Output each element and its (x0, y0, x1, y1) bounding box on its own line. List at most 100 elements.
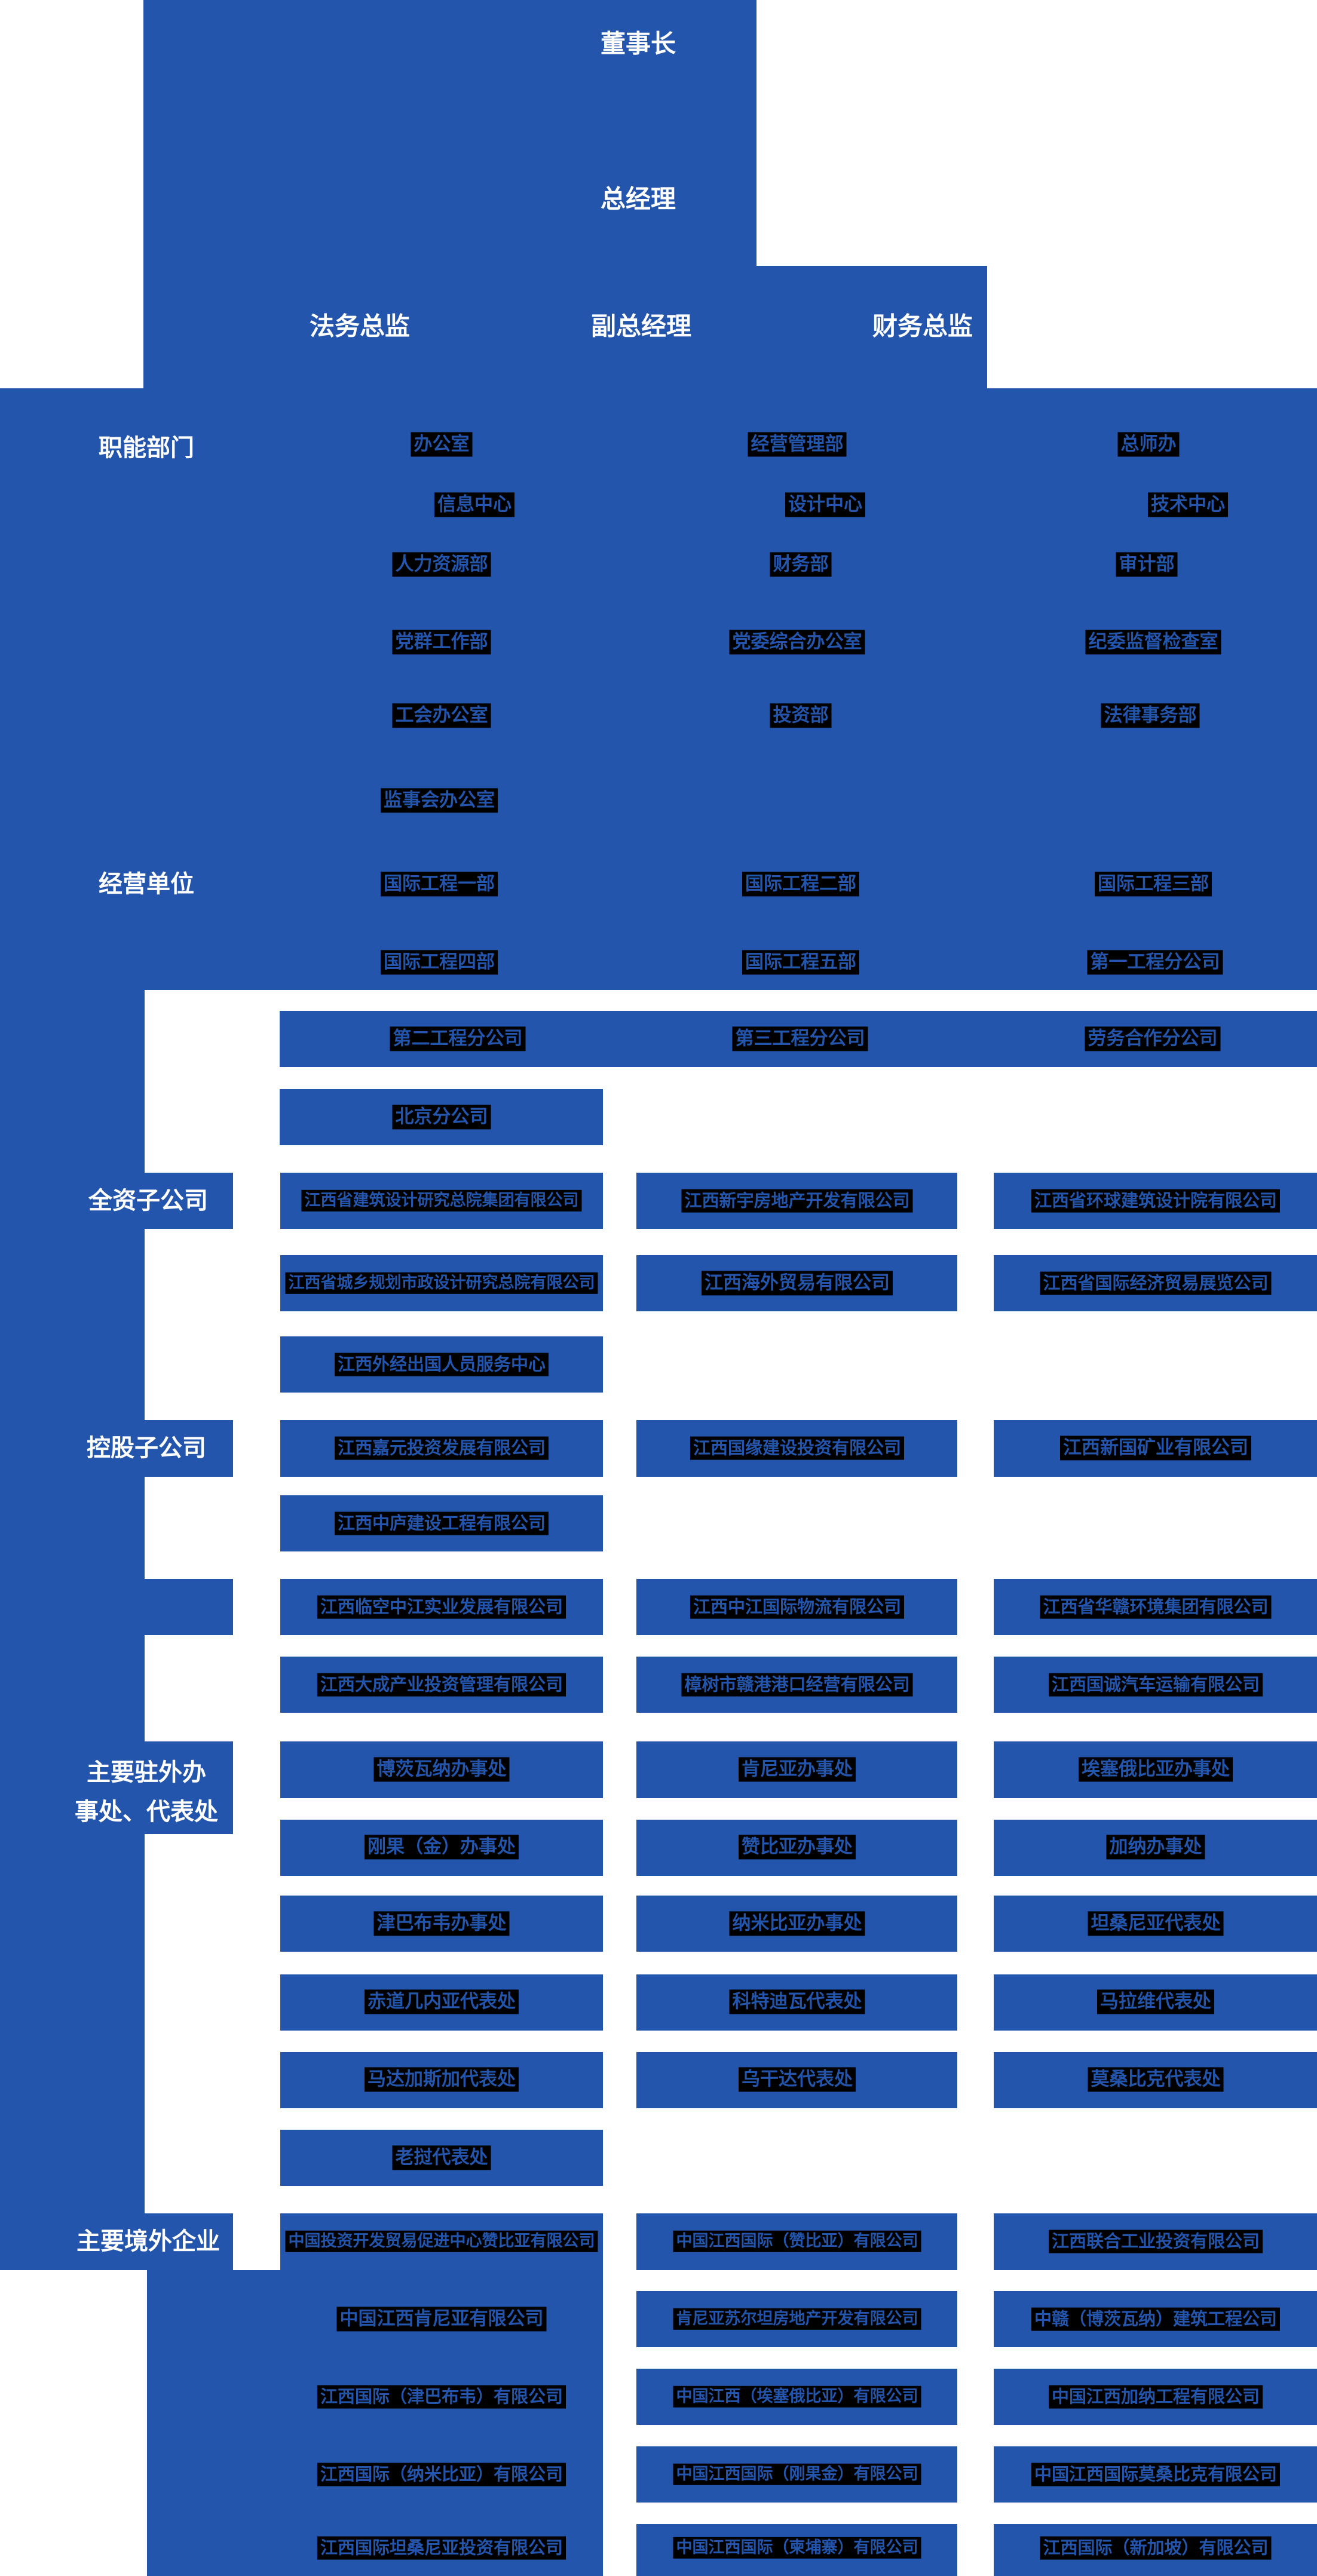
label-box-invested-panel (0, 1579, 233, 1635)
org-node-label: 中国江西国际莫桑比克有限公司 (1031, 2462, 1281, 2486)
section-label-business-units: 经营单位 (99, 864, 194, 904)
org-node-label: 江西国诚汽车运输有限公司 (1048, 1673, 1263, 1697)
org-node-label: 江西国际（纳米比亚）有限公司 (317, 2462, 566, 2486)
org-node-label: 博茨瓦纳办事处 (373, 1757, 510, 1782)
org-node-label: 人力资源部 (392, 552, 491, 577)
org-node-label: 技术中心 (1148, 492, 1228, 517)
org-node-label: 中国江西国际（赞比亚）有限公司 (673, 2230, 921, 2253)
org-node-label: 乌干达代表处 (739, 2067, 856, 2092)
org-node-label: 江西省城乡规划市政设计研究总院有限公司 (285, 1272, 598, 1295)
org-node-label: 中国江西加纳工程有限公司 (1048, 2385, 1263, 2409)
section-label-overseas-enterprises: 主要境外企业 (76, 2222, 220, 2261)
org-node-label: 中赣（博茨瓦纳）建筑工程公司 (1031, 2307, 1281, 2331)
section-label-line: 职能部门 (99, 434, 194, 462)
org-node-label: 江西新宇房地产开发有限公司 (681, 1189, 913, 1213)
section-label-line: 经营单位 (99, 870, 194, 898)
org-node-label: 肯尼亚办事处 (739, 1757, 856, 1782)
section-label-functional-departments: 职能部门 (99, 428, 194, 468)
org-node-label: 江西国际（津巴布韦）有限公司 (317, 2385, 566, 2409)
org-node-label: 马达加斯加代表处 (365, 2067, 519, 2092)
org-node-label: 总师办 (1117, 432, 1180, 457)
org-node-label: 国际工程四部 (381, 950, 498, 975)
org-node-label: 江西国际坦桑尼亚投资有限公司 (317, 2536, 566, 2560)
finance-director-label: 财务总监 (872, 311, 973, 341)
section-label-line: 主要驻外办 (87, 1759, 206, 1786)
section-label-line: 事处、代表处 (75, 1798, 218, 1826)
org-node-label: 江西省国际经济贸易展览公司 (1040, 1271, 1272, 1295)
section-label-holding-subsidiaries: 控股子公司 (87, 1428, 206, 1468)
section-label-invested-subsidiaries: 主要驻外办事处、代表处 (75, 1753, 218, 1832)
legal-director-label: 法务总监 (309, 311, 411, 341)
org-node-label: 坦桑尼亚代表处 (1088, 1911, 1224, 1936)
org-node-label: 江西外经出国人员服务中心 (334, 1353, 549, 1376)
org-node-label: 国际工程三部 (1095, 872, 1212, 897)
org-node-label: 樟树市赣港港口经营有限公司 (681, 1673, 913, 1697)
org-node-label: 江西联合工业投资有限公司 (1048, 2230, 1263, 2253)
org-node-label: 第一工程分公司 (1087, 950, 1223, 975)
org-node-label: 刚果（金）办事处 (365, 1835, 519, 1860)
org-node-label: 国际工程二部 (742, 872, 859, 897)
org-node-label: 审计部 (1116, 552, 1178, 577)
label-box-wholly-owned-panel (0, 1173, 233, 1229)
org-node-label: 北京分公司 (392, 1105, 491, 1130)
org-node-label: 江西国缘建设投资有限公司 (690, 1436, 905, 1460)
executive-band-panel (143, 266, 987, 388)
org-node-label: 中国投资开发贸易促进中心赞比亚有限公司 (285, 2230, 598, 2253)
org-node-label: 江西嘉元投资发展有限公司 (334, 1436, 549, 1460)
org-node-label: 老挝代表处 (392, 2145, 491, 2170)
org-node-label: 监事会办公室 (381, 788, 498, 813)
section-label-wholly-owned-subsidiaries: 全资子公司 (88, 1181, 208, 1220)
org-node-label: 江西省建筑设计研究总院集团有限公司 (301, 1189, 582, 1212)
org-node-label: 中国江西（埃塞俄比亚）有限公司 (673, 2385, 921, 2408)
org-node-label: 党委综合办公室 (729, 630, 865, 655)
org-node-label: 中国江西国际（刚果金）有限公司 (673, 2463, 921, 2486)
org-node-label: 设计中心 (785, 492, 865, 517)
org-node-label: 埃塞俄比亚办事处 (1079, 1757, 1233, 1782)
section-label-line: 控股子公司 (87, 1434, 206, 1462)
org-node-label: 赞比亚办事处 (739, 1835, 856, 1860)
org-node-label: 中国江西肯尼亚有限公司 (336, 2307, 547, 2332)
deputy-general-manager-label: 副总经理 (590, 311, 692, 341)
label-box-overseas-enterprises-panel (0, 2213, 233, 2270)
org-node-label: 江西省环球建筑设计院有限公司 (1031, 1189, 1281, 1213)
org-node-label: 江西新国矿业有限公司 (1060, 1436, 1251, 1461)
org-node-label: 投资部 (770, 703, 832, 728)
org-node-label: 加纳办事处 (1106, 1835, 1205, 1860)
org-node-label: 国际工程五部 (742, 950, 859, 975)
org-node-label: 国际工程一部 (381, 872, 498, 897)
top-block-panel (143, 0, 756, 266)
org-node-label: 江西省华赣环境集团有限公司 (1040, 1595, 1272, 1619)
org-node-label: 江西中庐建设工程有限公司 (334, 1511, 549, 1535)
section-label-line: 全资子公司 (88, 1187, 208, 1215)
org-node-label: 纪委监督检查室 (1085, 630, 1221, 655)
functional-block-panel (0, 388, 1317, 990)
org-node-label: 办公室 (411, 432, 473, 457)
org-node-label: 江西临空中江实业发展有限公司 (317, 1595, 566, 1619)
chairman-label: 董事长 (600, 29, 676, 59)
org-node-label: 劳务合作分公司 (1085, 1026, 1221, 1051)
section-label-line: 主要境外企业 (76, 2228, 220, 2255)
org-node-label: 肯尼亚苏尔坦房地产开发有限公司 (673, 2308, 921, 2330)
org-node-label: 江西海外贸易有限公司 (702, 1271, 893, 1296)
org-node-label: 莫桑比克代表处 (1088, 2067, 1224, 2092)
org-node-label: 中国江西国际（柬埔寨）有限公司 (673, 2537, 921, 2559)
org-node-label: 赤道几内亚代表处 (365, 1989, 519, 2014)
org-node-label: 法律事务部 (1101, 703, 1200, 728)
org-node-label: 津巴布韦办事处 (373, 1911, 510, 1936)
org-node-label: 江西中江国际物流有限公司 (690, 1595, 905, 1619)
org-node-label: 经营管理部 (748, 432, 847, 457)
org-node-label: 党群工作部 (392, 630, 491, 655)
org-node-label: 工会办公室 (392, 703, 491, 728)
org-node-label: 信息中心 (434, 492, 514, 517)
label-box-holding-panel (0, 1420, 233, 1477)
org-node-label: 江西国际（新加坡）有限公司 (1040, 2536, 1272, 2560)
org-node-label: 江西大成产业投资管理有限公司 (317, 1673, 566, 1697)
general-manager-label: 总经理 (600, 184, 676, 214)
org-node-label: 纳米比亚办事处 (729, 1911, 865, 1936)
org-node-label: 马拉维代表处 (1097, 1989, 1214, 2014)
org-node-label: 第三工程分公司 (732, 1026, 868, 1051)
label-box-overseas-offices-panel (0, 1741, 233, 1834)
org-node-label: 第二工程分公司 (390, 1026, 526, 1051)
org-node-label: 财务部 (770, 552, 832, 577)
